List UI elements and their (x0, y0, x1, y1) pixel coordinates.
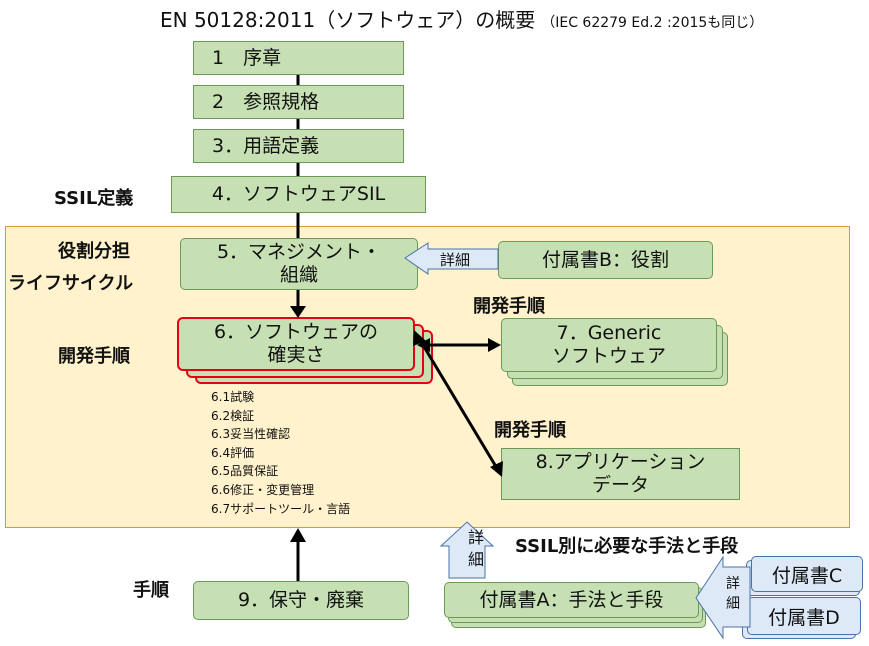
page-title: EN 50128:2011（ソフトウェア）の概要 （IEC 62279 Ed.2 … (160, 4, 763, 33)
label-ssil-methods: SSIL別に必要な手法と手段 (515, 536, 739, 557)
detail-a-char2: 細 (467, 550, 484, 569)
detail-cd-char2: 細 (726, 596, 740, 612)
arrow-6-8 (418, 339, 500, 471)
label-dev-procedure-7: 開発手順 (473, 296, 545, 317)
chapter-6-line1: 6．ソフトウェアの (213, 321, 379, 344)
section-6-item: 6.3妥当性確認 (211, 427, 291, 442)
arrow-5-to-6-head (290, 306, 306, 318)
section-6-item: 6.4評価 (211, 445, 255, 460)
section-6-item: 6.6修正・変更管理 (211, 482, 315, 497)
section-6-item: 6.5品質保証 (211, 464, 279, 479)
section-6-list: 6.1試験 6.2検証 6.3妥当性確認 6.4評価 6.5品質保証 6.6修正… (211, 388, 350, 518)
annex-d-box[interactable]: 付属書D (747, 597, 861, 635)
annex-a-box[interactable]: 付属書A：手法と手段 (444, 582, 699, 618)
section-6-item: 6.1試験 (211, 390, 255, 404)
detail-b-text: 詳細 (440, 251, 471, 269)
chapter-8-line1: 8.アプリケーション (535, 451, 706, 474)
detail-arrow-b (404, 242, 499, 275)
chapter-5-line2: 組織 (279, 264, 318, 286)
annex-b-box[interactable]: 付属書B：役割 (498, 241, 713, 279)
annex-a-label: 付属書A：手法と手段 (479, 588, 664, 611)
chapter-8-line2: データ (591, 474, 649, 496)
label-dev-procedure-left: 開発手順 (58, 346, 130, 367)
chapter-4-box[interactable]: 4．ソフトウェアSIL (171, 176, 426, 213)
chapter-3-box[interactable]: 3．用語定義 (193, 129, 404, 163)
detail-a-text: 詳 細 (458, 527, 494, 571)
chapter-5-box[interactable]: 5．マネジメント・ 組織 (180, 238, 418, 290)
chapter-9-box[interactable]: 9．保守・廃棄 (193, 581, 409, 620)
detail-a-char1: 詳 (467, 528, 484, 547)
chapter-6-line2: 確実さ (267, 344, 325, 366)
chapter-5-line1: 5．マネジメント・ (216, 241, 382, 264)
chapter-9-label: 9．保守・廃棄 (237, 589, 365, 612)
detail-arrow-cd (695, 555, 751, 640)
chapter-7-line2: ソフトウェア (551, 345, 666, 367)
label-procedure: 手順 (133, 580, 169, 601)
chapter-4-label: 4．ソフトウェアSIL (211, 183, 386, 206)
title-sub: （IEC 62279 Ed.2 :2015も同じ） (541, 15, 764, 31)
section-6-item: 6.7サポートツール・言語 (211, 501, 351, 516)
chapter-2-box[interactable]: 2 参照規格 (193, 85, 404, 119)
arrow-9-up-head (290, 528, 306, 542)
arrow-6-7-head-right (488, 338, 501, 352)
chapter-7-line1: 7．Generic (556, 322, 662, 345)
title-main: EN 50128:2011（ソフトウェア）の概要 (160, 8, 536, 32)
arrow-6-8-head-bottom (490, 461, 503, 477)
chapter-3-label: 3．用語定義 (212, 134, 320, 157)
annex-d-label: 付属書D (768, 606, 840, 629)
section-6-item: 6.2検証 (211, 408, 255, 423)
detail-arrow-a (439, 521, 495, 579)
annex-b-label: 付属書B：役割 (541, 248, 670, 271)
label-lifecycle: ライフサイクル (8, 273, 134, 294)
detail-cd-text: 詳 細 (721, 574, 745, 614)
annex-c-label: 付属書C (771, 564, 843, 587)
chapter-1-box[interactable]: 1 序章 (193, 41, 404, 75)
arrow-6-8-head-top (413, 330, 426, 346)
annex-c-box[interactable]: 付属書C (751, 556, 863, 592)
chapter-8-box[interactable]: 8.アプリケーション データ (501, 448, 740, 500)
chapter-1-label: 1 序章 (212, 46, 282, 69)
detail-cd-char1: 詳 (726, 576, 740, 592)
chapter-6-box[interactable]: 6．ソフトウェアの 確実さ (177, 317, 415, 371)
chapter-7-box[interactable]: 7．Generic ソフトウェア (501, 318, 717, 372)
label-dev-procedure-8: 開発手順 (494, 420, 566, 441)
chapter-2-label: 2 参照規格 (212, 90, 320, 113)
label-role: 役割分担 (58, 241, 130, 262)
label-ssil-definition: SSIL定義 (54, 188, 134, 209)
